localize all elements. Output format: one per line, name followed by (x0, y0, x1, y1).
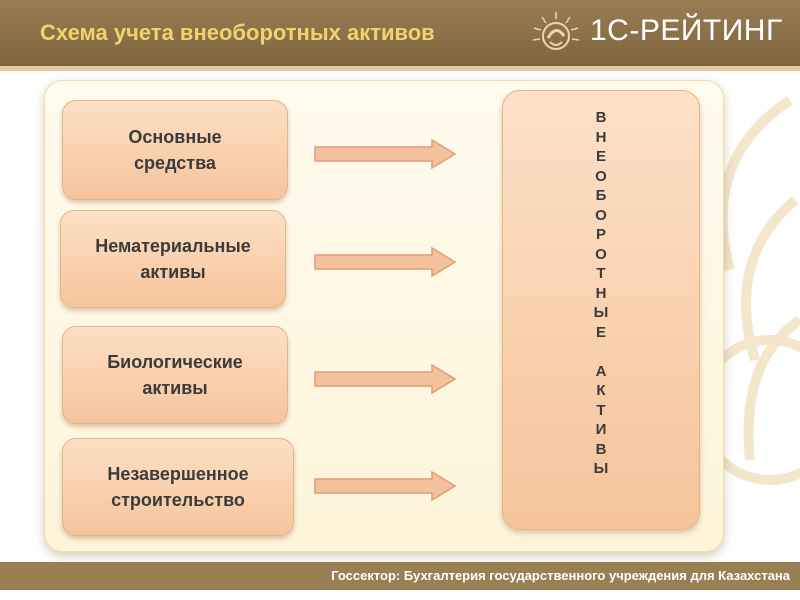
vertical-letter: К (596, 382, 606, 399)
vertical-letter: Н (595, 128, 607, 146)
vertical-letter: В (595, 440, 607, 458)
arrow-right-icon (314, 247, 456, 277)
vertical-letter: О (595, 245, 607, 263)
slide-footer: Госсектор: Бухгалтерия государственного … (0, 562, 800, 590)
source-box-label: Нематериальные активы (95, 236, 251, 282)
arrow-right-icon (314, 364, 456, 394)
vertical-letter: Т (596, 265, 606, 282)
vertical-letter: И (595, 421, 607, 438)
source-box-label: Незавершенное строительство (107, 464, 249, 510)
slide-header: Схема учета внеоборотных активов 1С-РЕЙТ… (0, 0, 800, 66)
source-box-intangible-assets: Нематериальные активы (60, 210, 286, 308)
vertical-letter: В (595, 109, 607, 126)
source-box-fixed-assets: Основные средства (62, 100, 288, 200)
logo-wordmark: 1С-РЕЙТИНГ (590, 14, 783, 47)
source-box-biological-assets: Биологические активы (62, 326, 288, 424)
source-box-label: Биологические активы (107, 352, 243, 398)
slide-title: Схема учета внеоборотных активов (40, 20, 435, 45)
vertical-letter: О (595, 206, 607, 224)
vertical-letter: О (595, 167, 607, 185)
vertical-letter: Р (595, 226, 606, 243)
word-gap (503, 342, 699, 362)
vertical-letter: Т (596, 401, 606, 419)
vertical-letter: Н (595, 284, 607, 302)
vertical-letter: Ы (593, 460, 609, 477)
arrow-right-icon (314, 139, 456, 169)
vertical-letter: Е (595, 323, 606, 341)
source-box-label: Основные средства (128, 127, 222, 173)
source-box-construction-in-progress: Незавершенное строительство (62, 438, 294, 536)
header-divider (0, 66, 800, 71)
footer-caption: Госсектор: Бухгалтерия государственного … (331, 568, 790, 583)
vertical-letter: Е (595, 148, 606, 165)
vertical-letter: Ы (593, 304, 609, 321)
logo-icon (532, 12, 580, 50)
arrow-right-icon (314, 471, 456, 501)
vertical-letter: Б (595, 187, 607, 204)
vertical-letter: А (595, 362, 607, 380)
